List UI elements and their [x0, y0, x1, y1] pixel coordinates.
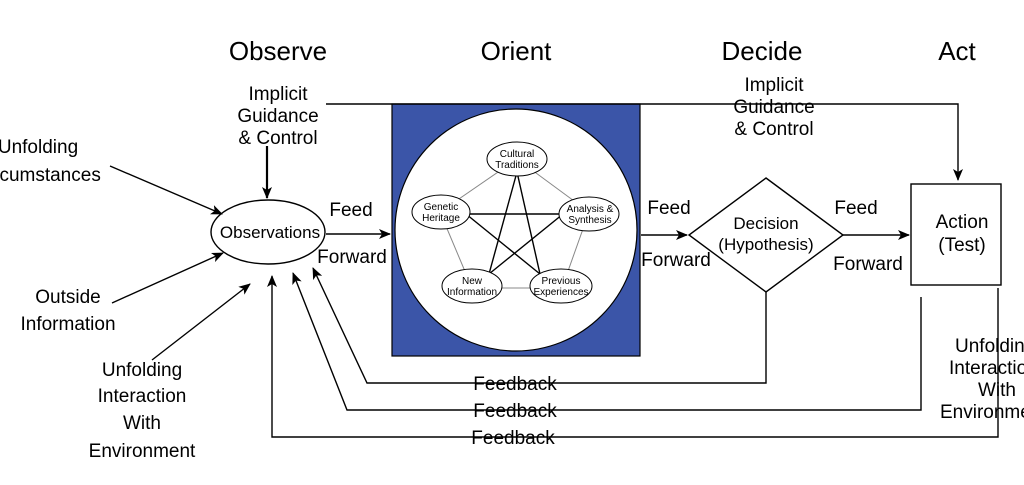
new-information-node	[441, 268, 503, 304]
unfolding-interaction-line-3: With	[123, 413, 161, 434]
analysis-line-1: Analysis &	[567, 204, 614, 215]
feed-forward-2-line-1: Feed	[647, 198, 690, 219]
new-info-line-1: New	[462, 276, 483, 287]
outside-information-line-1: Outside	[35, 287, 100, 308]
unfolding-interaction-line-1: Unfolding	[102, 360, 182, 381]
previous-line-1: Previous	[542, 276, 581, 287]
previous-experiences-node	[529, 268, 593, 304]
new-info-line-2: Information	[447, 287, 497, 298]
unfolding-circumstances-line-2: Circumstances	[0, 165, 101, 186]
observations-label: Observations	[220, 223, 320, 242]
guidance-to-action-arrow	[326, 103, 963, 181]
act-unfolding-line-3: With	[978, 380, 1016, 401]
observe-guidance-line-1: Implicit	[248, 84, 308, 105]
feed-forward-1-line-1: Feed	[329, 200, 372, 221]
act-unfolding-line-4: Environment	[940, 402, 1024, 423]
unfolding-interaction-line-4: Environment	[89, 441, 196, 462]
circumstances-arrow	[109, 165, 223, 215]
act-unfolding-line-1: Unfolding	[955, 336, 1024, 357]
genetic-line-2: Heritage	[422, 213, 460, 224]
previous-line-2: Experiences	[533, 287, 588, 298]
observe-guidance-line-2: Guidance	[237, 106, 318, 127]
feed-forward-1-line-2: Forward	[317, 247, 387, 268]
feedback-label-1: Feedback	[473, 374, 557, 395]
feedback-label-2: Feedback	[473, 401, 557, 422]
decide-guidance-line-1: Implicit	[744, 75, 804, 96]
action-line-1: Action	[936, 212, 989, 233]
unfolding-circumstances-line-1: Unfolding	[0, 137, 78, 158]
feed-forward-3-line-1: Feed	[834, 198, 877, 219]
decision-line-2: (Hypothesis)	[718, 235, 813, 254]
cultural-traditions-node	[486, 141, 548, 177]
feedback-loop-environment	[267, 275, 999, 438]
decide-guidance-line-3: & Control	[734, 119, 813, 140]
decide-guidance-line-2: Guidance	[733, 97, 814, 118]
phase-act: Act	[938, 36, 976, 66]
genetic-heritage-node	[411, 194, 471, 230]
act-unfolding-line-2: Interaction	[949, 358, 1024, 379]
cultural-line-1: Cultural	[500, 149, 534, 160]
outside-info-arrow	[111, 252, 224, 304]
phase-decide: Decide	[722, 36, 803, 66]
action-line-2: (Test)	[938, 235, 986, 256]
analysis-synthesis-node	[558, 196, 620, 232]
interaction-arrow	[151, 283, 251, 361]
cultural-line-2: Traditions	[495, 160, 539, 171]
observations-node	[210, 199, 326, 265]
unfolding-interaction-line-2: Interaction	[98, 386, 187, 407]
decision-line-1: Decision	[733, 214, 798, 233]
observe-guidance-line-3: & Control	[238, 128, 317, 149]
feedback-loop-decide	[312, 267, 767, 384]
phase-observe: Observe	[229, 36, 327, 66]
feedback-label-3: Feedback	[471, 428, 555, 449]
analysis-line-2: Synthesis	[568, 215, 611, 226]
outside-information-line-2: Information	[20, 314, 115, 335]
genetic-line-1: Genetic	[424, 202, 458, 213]
action-node	[910, 183, 1002, 286]
feed-forward-2-line-2: Forward	[641, 250, 711, 271]
feed-forward-3-line-2: Forward	[833, 254, 903, 275]
feedback-loop-act	[292, 272, 922, 411]
phase-orient: Orient	[481, 36, 553, 66]
